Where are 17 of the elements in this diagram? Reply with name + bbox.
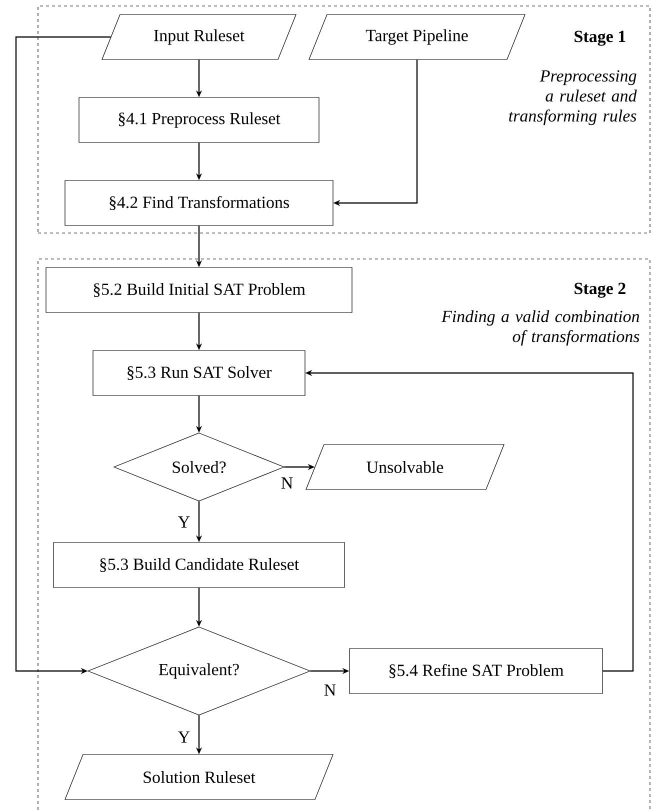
input-output-box: Input Ruleset (102, 14, 296, 60)
input-output-box: Solution Ruleset (64, 754, 334, 800)
edge-label: Y (176, 730, 192, 744)
process-box: §5.2 Build Initial SAT Problem (46, 267, 352, 313)
stage-title: Stage 2 (574, 282, 626, 298)
process-box: §5.3 Run SAT Solver (92, 350, 306, 396)
process-box: §5.4 Refine SAT Problem (349, 648, 603, 694)
input-output-box: Unsolvable (306, 444, 504, 490)
edge-label: N (322, 683, 338, 697)
stage-description: Finding a valid combination of transformations (441, 310, 640, 346)
process-box: §4.2 Find Transformations (64, 180, 334, 226)
input-output-box: Target Pipeline (308, 14, 526, 60)
edge-label: Y (176, 515, 192, 529)
stage-title: Stage 1 (574, 30, 626, 46)
stage-description: Preprocessing a ruleset and transforming rules (509, 70, 637, 126)
process-box: §5.3 Build Candidate Ruleset (53, 542, 345, 588)
process-box: §4.1 Preprocess Ruleset (78, 97, 320, 143)
